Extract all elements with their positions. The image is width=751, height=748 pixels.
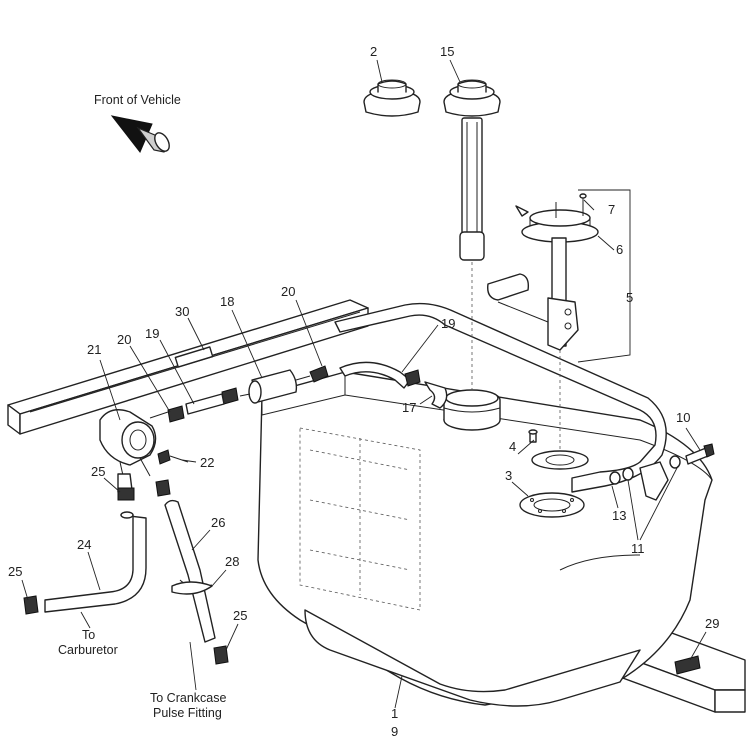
callout-15: 15	[440, 44, 454, 59]
washers	[609, 455, 681, 501]
gasket-screw	[528, 429, 538, 443]
callout-24: 24	[77, 537, 91, 552]
front-of-vehicle-label: Front of Vehicle	[94, 93, 181, 107]
sender-gasket	[519, 492, 585, 518]
callout-19-right: 19	[441, 316, 455, 331]
callout-4: 4	[509, 439, 516, 454]
callout-25-upper: 25	[91, 464, 105, 479]
callout-13: 13	[612, 508, 626, 523]
callout-7: 7	[608, 202, 615, 217]
fuel-sender-assembly	[487, 202, 599, 450]
frame-bracket	[174, 346, 214, 368]
filler-neck	[443, 389, 501, 431]
callout-17: 17	[402, 400, 416, 415]
to-carburetor-label-line2: Carburetor	[58, 643, 118, 657]
callout-6: 6	[616, 242, 623, 257]
hose-clamp-small	[23, 479, 229, 665]
to-carburetor-label-line1: To	[82, 628, 95, 642]
fuel-tank	[257, 371, 713, 707]
to-crankcase-label-line1: To Crankcase	[150, 691, 226, 705]
callout-leader-lines	[21, 59, 707, 709]
callout-10: 10	[676, 410, 690, 425]
callout-28: 28	[225, 554, 239, 569]
mounting-screw	[157, 449, 189, 465]
callout-2: 2	[370, 44, 377, 59]
callout-30: 30	[175, 304, 189, 319]
callout-5: 5	[626, 290, 633, 305]
callout-11: 11	[631, 541, 645, 556]
bolt	[685, 443, 715, 465]
callout-19-left: 19	[145, 326, 159, 341]
callout-20-left: 20	[117, 332, 131, 347]
fuel-gauge-cap	[443, 79, 501, 390]
carburetor-fuel-hose	[44, 511, 147, 613]
callout-21: 21	[87, 342, 101, 357]
callout-1: 1	[391, 706, 398, 721]
callout-25-lower: 25	[233, 608, 247, 623]
callout-3: 3	[505, 468, 512, 483]
screw	[579, 193, 587, 216]
fuel-cap	[363, 79, 421, 117]
pulse-hose-clamp	[171, 581, 213, 595]
callout-25-left: 25	[8, 564, 22, 579]
frame-insulator-strip	[674, 655, 701, 675]
crankcase-pulse-hose	[164, 499, 216, 643]
callout-18: 18	[220, 294, 234, 309]
callout-26: 26	[211, 515, 225, 530]
callout-22: 22	[200, 455, 214, 470]
callout-20-right: 20	[281, 284, 295, 299]
to-crankcase-label-line2: Pulse Fitting	[153, 706, 222, 720]
callout-29: 29	[705, 616, 719, 631]
fuel-pump	[99, 409, 169, 493]
callout-9: 9	[391, 724, 398, 739]
fuel-line-section	[185, 393, 225, 415]
front-of-vehicle-arrow-icon	[110, 115, 170, 153]
sender-opening	[531, 450, 589, 470]
fuel-filter	[239, 369, 311, 404]
